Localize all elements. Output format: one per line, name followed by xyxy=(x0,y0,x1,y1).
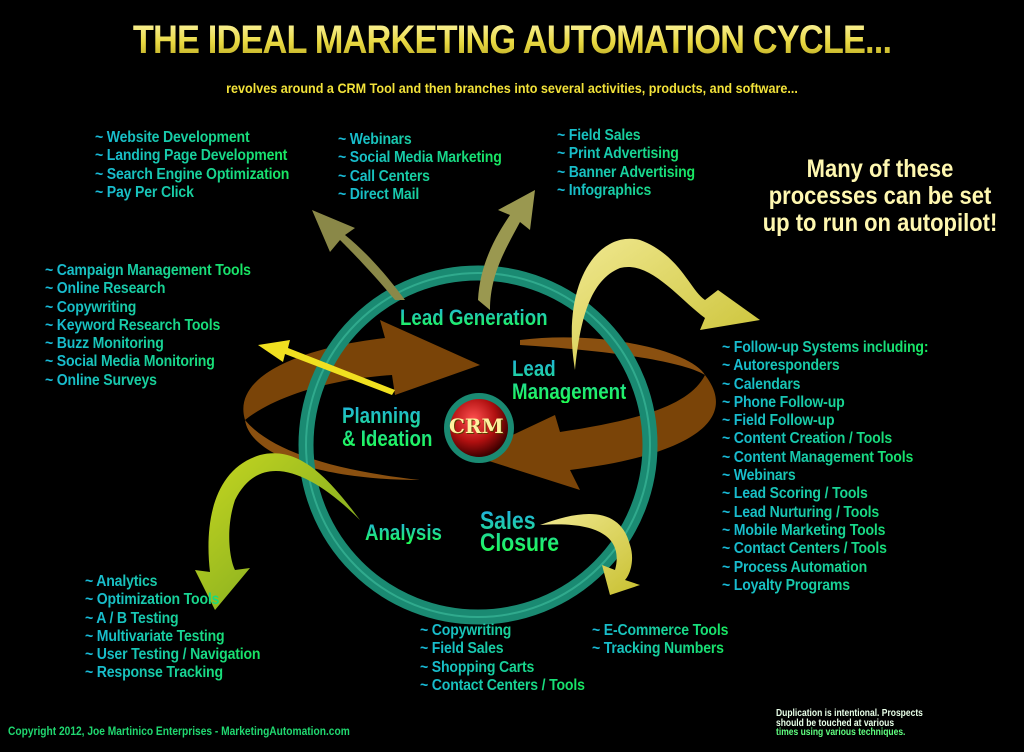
list-item: ~ Direct Mail xyxy=(338,186,502,204)
branch-arrow-sales xyxy=(540,513,640,595)
list-item: ~ Field Sales xyxy=(557,127,695,145)
list-item: ~ Webinars xyxy=(722,467,928,485)
duplication-note: Duplication is intentional. Prospects sh… xyxy=(776,709,923,738)
branch-arrow-analysis xyxy=(195,453,360,610)
list-webinars: ~ Webinars~ Social Media Marketing~ Call… xyxy=(338,131,502,204)
list-item: ~ Buzz Monitoring xyxy=(45,335,251,353)
branch-arrow-autopilot xyxy=(571,238,760,370)
autopilot-callout: Many of these processes can be set up to… xyxy=(757,156,1003,237)
stage-lead-management: Lead Management xyxy=(512,357,626,403)
list-item: ~ Social Media Marketing xyxy=(338,149,502,167)
list-item: ~ Contact Centers / Tools xyxy=(722,540,928,558)
list-item: ~ Keyword Research Tools xyxy=(45,317,251,335)
list-item: ~ Analytics xyxy=(85,573,260,591)
copyright: Copyright 2012, Joe Martinico Enterprise… xyxy=(8,724,350,738)
list-item: ~ Lead Nurturing / Tools xyxy=(722,504,928,522)
list-item: ~ Online Surveys xyxy=(45,372,251,390)
callout-line: Many of these xyxy=(806,155,954,183)
list-item: ~ Loyalty Programs xyxy=(722,577,928,595)
list-item: ~ Content Management Tools xyxy=(722,449,928,467)
cycle-arrow-top xyxy=(243,320,480,420)
cycle-arrow-tail-left xyxy=(245,420,420,480)
list-item: ~ Optimization Tools xyxy=(85,591,260,609)
list-web: ~ Website Development~ Landing Page Deve… xyxy=(95,129,289,202)
list-item: ~ Autoresponders xyxy=(722,357,928,375)
crm-label: CRM xyxy=(449,414,504,438)
stage-label-line: Planning xyxy=(342,403,421,428)
cycle-arrow-tail-right xyxy=(520,337,705,375)
list-item: ~ Shopping Carts xyxy=(420,659,585,677)
cycle-arrow-bottom xyxy=(470,375,716,490)
list-analytics: ~ Analytics~ Optimization Tools~ A / B T… xyxy=(85,573,261,683)
branch-arrow-field xyxy=(478,190,535,310)
list-item: ~ Landing Page Development xyxy=(95,147,288,165)
list-item: ~ Tracking Numbers xyxy=(592,640,728,658)
list-sales: ~ Copywriting~ Field Sales~ Shopping Car… xyxy=(420,622,585,695)
callout-line: processes can be set xyxy=(768,182,992,210)
list-item: ~ Content Creation / Tools xyxy=(722,430,928,448)
list-item: ~ Phone Follow-up xyxy=(722,394,928,412)
list-item: ~ A / B Testing xyxy=(85,610,260,628)
note-line: should be touched at various xyxy=(776,717,895,729)
list-item: ~ E-Commerce Tools xyxy=(592,622,729,639)
list-item: ~ Banner Advertising xyxy=(557,163,695,181)
stage-analysis: Analysis xyxy=(365,520,442,545)
stage-lead-generation: Lead Generation xyxy=(400,305,548,330)
list-item: ~ Search Engine Optimization xyxy=(95,165,290,183)
stage-planning-ideation: Planning & Ideation xyxy=(342,404,432,450)
stage-label-line: Lead xyxy=(512,356,556,381)
stage-label-line: & Ideation xyxy=(342,426,433,451)
list-item: ~ Website Development xyxy=(95,129,289,147)
list-field: ~ Field Sales~ Print Advertising~ Banner… xyxy=(557,127,695,200)
list-item: ~ User Testing / Navigation xyxy=(85,646,261,664)
stage-label-line: Management xyxy=(512,379,627,404)
page-title: THE IDEAL MARKETING AUTOMATION CYCLE... xyxy=(72,18,953,63)
branch-arrow-web xyxy=(312,210,405,300)
list-item: ~ Response Tracking xyxy=(85,664,260,682)
branch-arrow-planning xyxy=(258,340,395,395)
list-item: ~ Infographics xyxy=(557,182,695,200)
list-item: ~ Field Follow-up xyxy=(722,412,928,430)
list-item: ~ Calendars xyxy=(722,376,928,394)
list-item: ~ Copywriting xyxy=(420,622,585,640)
list-item: ~ Call Centers xyxy=(338,168,502,186)
list-item: ~ Field Sales xyxy=(420,640,585,658)
list-planning: ~ Campaign Management Tools~ Online Rese… xyxy=(45,262,251,390)
stage-label-line: Closure xyxy=(480,529,560,557)
list-followup: ~ Follow-up Systems including:~ Autoresp… xyxy=(722,339,929,595)
list-item: ~ Mobile Marketing Tools xyxy=(722,522,928,540)
note-line: Duplication is intentional. Prospects xyxy=(776,708,923,719)
list-item: ~ Webinars xyxy=(338,131,502,149)
list-item: ~ Contact Centers / Tools xyxy=(420,676,585,694)
list-item: ~ Process Automation xyxy=(722,559,928,577)
list-item: ~ Follow-up Systems including: xyxy=(722,339,929,356)
list-item: ~ Lead Scoring / Tools xyxy=(722,485,928,503)
list-item: ~ Copywriting xyxy=(45,299,251,317)
list-item: ~ Print Advertising xyxy=(557,145,695,163)
list-item: ~ Pay Per Click xyxy=(95,184,289,202)
list-item: ~ Online Research xyxy=(45,280,251,298)
subtitle: revolves around a CRM Tool and then bran… xyxy=(226,80,798,96)
list-ecommerce: ~ E-Commerce Tools~ Tracking Numbers xyxy=(592,622,728,659)
crm-ball xyxy=(450,399,508,457)
note-line: times using various techniques. xyxy=(776,727,906,738)
list-item: ~ Campaign Management Tools xyxy=(45,262,251,279)
list-item: ~ Social Media Monitoring xyxy=(45,353,251,371)
callout-line: up to run on autopilot! xyxy=(762,209,998,237)
stage-sales-closure: Sales Closure xyxy=(480,510,559,554)
list-item: ~ Multivariate Testing xyxy=(85,628,260,646)
